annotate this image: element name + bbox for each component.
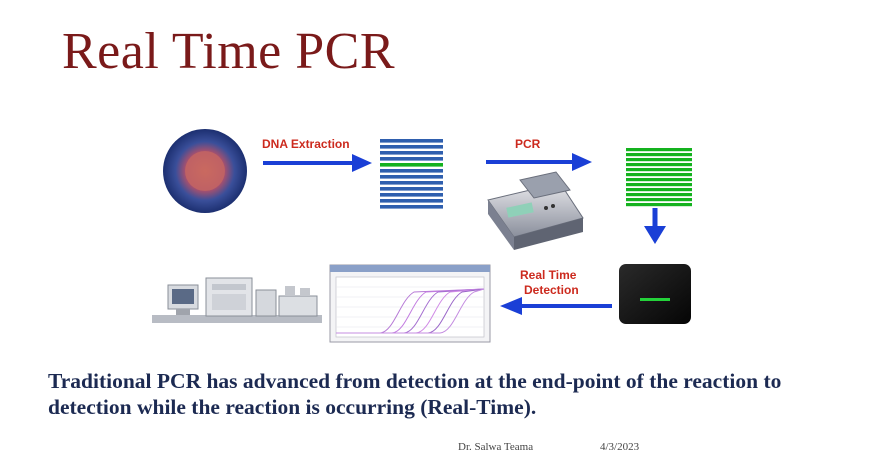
dna-band <box>380 181 443 185</box>
amplified-band <box>626 158 692 162</box>
amplified-band <box>626 173 692 177</box>
slide-title: Real Time PCR <box>62 23 396 80</box>
amplified-band <box>626 168 692 172</box>
amplification-curve <box>336 288 485 334</box>
amplified-band <box>626 148 692 152</box>
cell-icon <box>163 129 247 213</box>
dna-band <box>380 187 443 191</box>
dna-band <box>380 205 443 209</box>
amplified-band <box>626 198 692 202</box>
dna-band <box>380 169 443 173</box>
amplified-band <box>626 203 692 207</box>
label-dna-extraction: DNA Extraction <box>262 137 350 151</box>
amplified-dna-bands-icon <box>626 148 692 207</box>
amplified-band <box>626 183 692 187</box>
slide-body-text: Traditional PCR has advanced from detect… <box>48 369 782 419</box>
dna-band <box>380 139 443 143</box>
amplified-band <box>626 178 692 182</box>
label-detection: Detection <box>524 283 579 297</box>
label-real-time: Real Time <box>520 268 577 282</box>
dna-band <box>380 145 443 149</box>
dna-band <box>380 175 443 179</box>
footer-author: Dr. Salwa Teama <box>458 441 534 453</box>
detection-tube-icon <box>619 264 691 324</box>
amplified-band <box>626 188 692 192</box>
dna-band <box>380 157 443 161</box>
arrow-down <box>644 208 666 244</box>
dna-band <box>380 151 443 155</box>
amplified-band <box>626 163 692 167</box>
arrow-detection <box>500 297 612 315</box>
arrow-pcr <box>486 153 592 171</box>
dna-bands-icon <box>380 139 443 209</box>
amplification-plot-icon <box>329 264 491 343</box>
dna-band <box>380 199 443 203</box>
amplified-band <box>626 193 692 197</box>
footer-date: 4/3/2023 <box>600 441 640 453</box>
lab-instrument-icon <box>152 277 322 323</box>
dna-band <box>380 193 443 197</box>
amplified-band <box>626 153 692 157</box>
arrow-extraction <box>263 154 372 172</box>
thermocycler-icon <box>487 171 584 250</box>
label-pcr: PCR <box>515 137 541 151</box>
dna-band <box>380 163 443 167</box>
